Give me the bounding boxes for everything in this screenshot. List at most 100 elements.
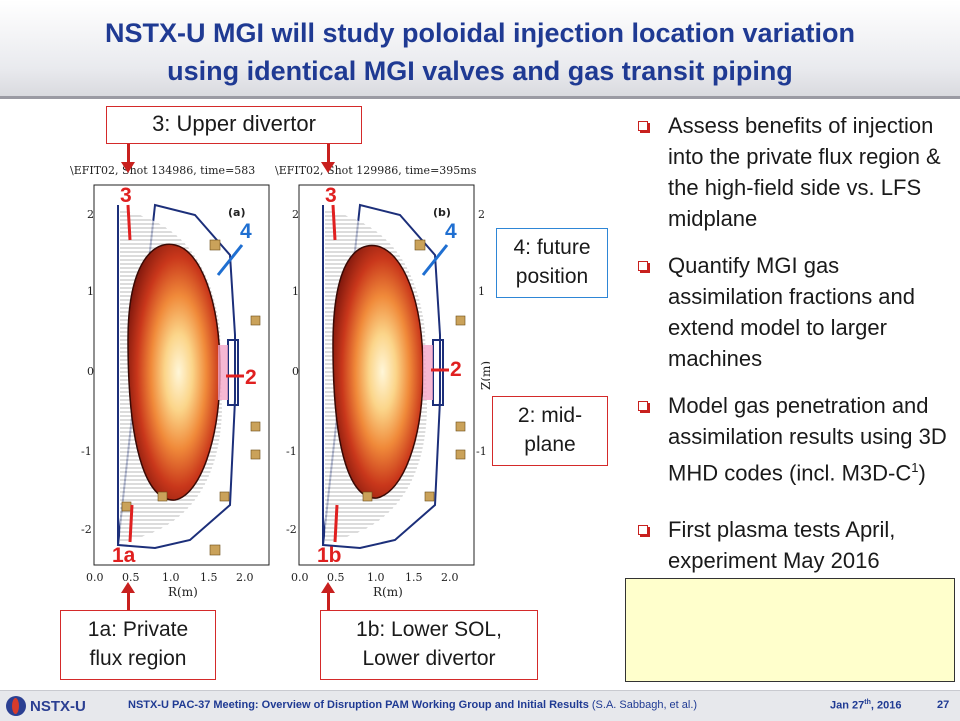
nstx-logo-icon xyxy=(6,696,26,716)
panel-b-xlabel: R(m) xyxy=(373,585,403,599)
marker-4-b-arrow xyxy=(421,244,449,276)
panel-b-xtick-0: 0.0 xyxy=(291,571,309,584)
arrow-lower-a xyxy=(127,592,130,610)
bullet-superscript: 1 xyxy=(911,460,919,475)
arrow-upper-b-head xyxy=(321,162,335,173)
panel-a-ytick-4: -2 xyxy=(81,523,92,536)
equilibrium-figure: 2 1 0 -1 -2 0.0 0.5 1.0 1.5 2.0 R(m) \EF… xyxy=(70,164,490,599)
arrow-upper-a-head xyxy=(121,162,135,173)
footer-authors: (S.A. Sabbagh, et al.) xyxy=(591,699,698,711)
panel-b-rtick-1: 1 xyxy=(478,285,485,298)
callout-lower-sol-line1: 1b: Lower SOL, xyxy=(356,618,502,641)
arrow-lower-b-head xyxy=(321,582,335,593)
arrow-lower-a-head xyxy=(121,582,135,593)
bullet-list: Assess benefits of injection into the pr… xyxy=(636,110,948,592)
panel-a-xtick-0: 0.0 xyxy=(86,571,104,584)
title-line-1: NSTX-U MGI will study poloidal injection… xyxy=(104,18,856,48)
marker-2-b: 2 xyxy=(450,358,462,381)
callout-future-position-line1: 4: future xyxy=(513,236,591,259)
callout-upper-divertor-text: 3: Upper divertor xyxy=(152,111,316,136)
panel-a-ytick-0: 2 xyxy=(87,208,94,221)
panel-b-xtick-2: 1.0 xyxy=(367,571,385,584)
highlight-box xyxy=(625,578,955,682)
panel-b: 2 1 0 -1 -2 2 1 -1 Z(m) 0.0 0.5 1.0 1.5 … xyxy=(275,164,490,599)
panel-b-ytick-1: 1 xyxy=(292,285,299,298)
callout-future-position-line2: position xyxy=(515,265,589,288)
marker-4-a-arrow xyxy=(216,244,244,276)
panel-b-xtick-4: 2.0 xyxy=(441,571,459,584)
panel-b-ytick-2: 0 xyxy=(292,365,299,378)
callout-private-flux-line1: 1a: Private xyxy=(87,618,189,641)
bullet-item: Model gas penetration and assimilation r… xyxy=(636,390,948,488)
marker-1a-arrow xyxy=(128,504,134,543)
marker-4-a: 4 xyxy=(240,220,252,243)
footer-date-day: Jan 27 xyxy=(830,699,865,712)
bullet-tail: ) xyxy=(918,460,926,486)
marker-1b-arrow xyxy=(333,504,339,543)
bullet-checkbox-icon xyxy=(638,121,648,131)
arrow-upper-a xyxy=(127,144,130,164)
panel-a-xtick-1: 0.5 xyxy=(122,571,140,584)
marker-3-b-arrow xyxy=(331,204,337,241)
footer-meeting-title: NSTX-U PAC-37 Meeting: Overview of Disru… xyxy=(128,699,589,711)
callout-midplane: 2: mid- plane xyxy=(492,396,608,466)
callout-private-flux-line2: flux region xyxy=(89,647,187,670)
panel-b-rtick-3: -1 xyxy=(476,445,487,458)
bullet-checkbox-icon xyxy=(638,401,648,411)
panel-b-ylabel: Z(m) xyxy=(479,361,490,390)
marker-3-a-arrow xyxy=(126,204,132,241)
title-divider xyxy=(0,96,960,99)
bullet-text: Assess benefits of injection into the pr… xyxy=(668,113,941,231)
panel-b-xtick-1: 0.5 xyxy=(327,571,345,584)
panel-a-header: \EFIT02, Shot 134986, time=583 xyxy=(70,164,255,177)
panel-a-xtick-2: 1.0 xyxy=(162,571,180,584)
footer: NSTX-U NSTX-U PAC-37 Meeting: Overview o… xyxy=(0,690,960,721)
bullet-checkbox-icon xyxy=(638,525,648,536)
title-line-2: using identical MGI valves and gas trans… xyxy=(167,56,793,86)
panel-a-xtick-4: 2.0 xyxy=(236,571,254,584)
panel-b-tag: (b) xyxy=(433,206,451,219)
callout-future-position: 4: future position xyxy=(496,228,608,298)
panel-b-ytick-4: -2 xyxy=(286,523,297,536)
panel-a-ytick-1: 1 xyxy=(87,285,94,298)
panel-b-xtick-3: 1.5 xyxy=(405,571,423,584)
panel-b-rtick-0: 2 xyxy=(478,208,485,221)
callout-midplane-line1: 2: mid- xyxy=(517,404,583,427)
bullet-text: First plasma tests April, experiment May… xyxy=(668,517,896,574)
arrow-lower-b xyxy=(327,592,330,610)
panel-a-ytick-3: -1 xyxy=(81,445,92,458)
marker-3-b: 3 xyxy=(325,184,337,207)
marker-2-a: 2 xyxy=(245,366,257,389)
bullet-text: Model gas penetration and assimilation r… xyxy=(668,393,947,486)
panel-a-tag: (a) xyxy=(228,206,245,219)
bullet-item: Quantify MGI gas assimilation fractions … xyxy=(636,250,948,374)
footer-meeting: NSTX-U PAC-37 Meeting: Overview of Disru… xyxy=(128,699,697,711)
panel-a-xlabel: R(m) xyxy=(168,585,198,599)
footer-date: Jan 27th, 2016 xyxy=(830,699,901,712)
panel-a-xtick-3: 1.5 xyxy=(200,571,218,584)
marker-4-b: 4 xyxy=(445,220,457,243)
marker-3-a: 3 xyxy=(120,184,132,207)
footer-date-sup: th xyxy=(864,699,871,706)
nstx-logo-text: NSTX-U xyxy=(30,697,86,715)
bullet-text: Quantify MGI gas assimilation fractions … xyxy=(668,253,916,371)
panel-b-ytick-3: -1 xyxy=(286,445,297,458)
slide-title: NSTX-U MGI will study poloidal injection… xyxy=(0,14,960,90)
arrow-upper-b xyxy=(327,144,330,164)
callout-lower-sol-line2: Lower divertor xyxy=(362,647,496,670)
panel-b-header: \EFIT02, Shot 129986, time=395ms xyxy=(275,164,477,177)
title-bar xyxy=(0,0,960,98)
callout-private-flux: 1a: Private flux region xyxy=(60,610,216,680)
callout-lower-sol: 1b: Lower SOL, Lower divertor xyxy=(320,610,538,680)
callout-upper-divertor: 3: Upper divertor xyxy=(106,106,362,144)
marker-1a: 1a xyxy=(112,544,136,567)
bullet-checkbox-icon xyxy=(638,261,648,271)
panel-b-ytick-0: 2 xyxy=(292,208,299,221)
footer-date-year: , 2016 xyxy=(870,699,902,712)
marker-1b: 1b xyxy=(317,544,342,567)
panel-a-ytick-2: 0 xyxy=(87,365,94,378)
bullet-item: First plasma tests April, experiment May… xyxy=(636,514,948,576)
bullet-item: Assess benefits of injection into the pr… xyxy=(636,110,948,234)
panel-a: 2 1 0 -1 -2 0.0 0.5 1.0 1.5 2.0 R(m) \EF… xyxy=(70,164,270,599)
page-number: 27 xyxy=(937,699,950,711)
